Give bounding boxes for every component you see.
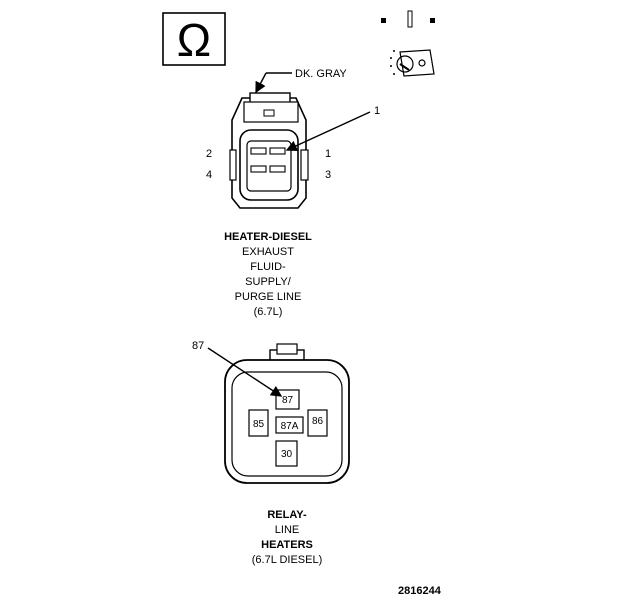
relay-caption-line-4: (6.7L DIESEL): [252, 554, 323, 566]
relay-terminal-30: 30: [281, 449, 293, 460]
heater-caption-line-4: SUPPLY/: [245, 276, 292, 288]
relay-terminal-87a: 87A: [281, 421, 299, 432]
heater-pin-4-label: 4: [206, 169, 212, 181]
figure-id: 2816244: [398, 585, 442, 597]
heater-caption-line-3: FLUID-: [250, 261, 286, 273]
omega-icon: Ω: [177, 14, 211, 66]
meter-probe-icon: [381, 10, 435, 77]
heater-pin-2-label: 2: [206, 148, 212, 160]
relay-caption-line-1: RELAY-: [267, 509, 307, 521]
relay-callout-label: 87: [192, 340, 204, 352]
heater-caption-line-6: (6.7L): [254, 306, 283, 318]
relay-terminal-86: 86: [312, 416, 324, 427]
wire-color-label: DK. GRAY: [295, 68, 347, 80]
relay-connector: [224, 343, 350, 484]
heater-caption-line-5: PURGE LINE: [235, 291, 302, 303]
heater-caption-line-2: EXHAUST: [242, 246, 294, 258]
heater-connector: [229, 92, 309, 209]
heater-pin-1-label: 1: [325, 148, 331, 160]
relay-terminal-87: 87: [282, 395, 294, 406]
relay-caption-line-3: HEATERS: [261, 539, 313, 551]
ohm-symbol-box: Ω: [162, 12, 226, 66]
relay-caption-line-2: LINE: [275, 524, 299, 536]
relay-terminal-85: 85: [253, 419, 265, 430]
heater-pin-3-label: 3: [325, 169, 331, 181]
heater-caption-line-1: HEATER-DIESEL: [224, 231, 312, 243]
heater-callout-label: 1: [374, 105, 380, 117]
